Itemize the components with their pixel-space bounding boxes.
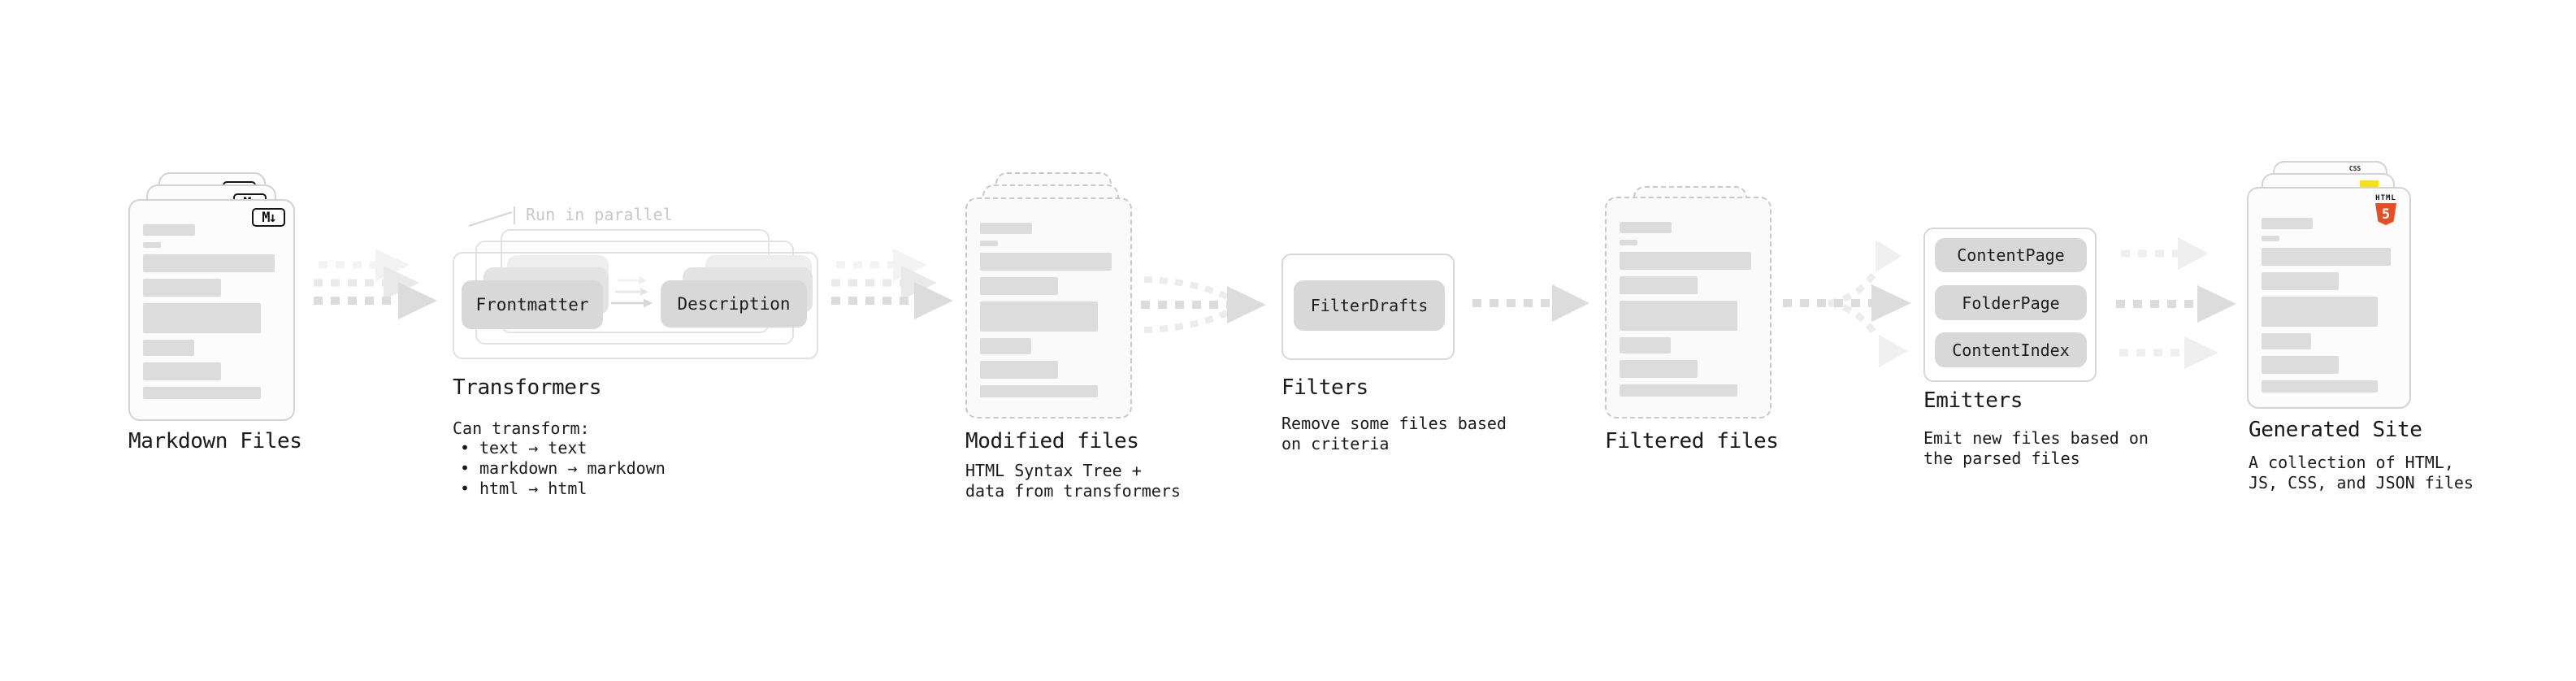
placeholder-bar (2262, 356, 2339, 374)
transformer-frontmatter-box: Frontmatter (462, 280, 603, 329)
placeholder-bar (2262, 236, 2279, 241)
filters-caption: Remove some files based on criteria (1281, 414, 1507, 454)
flow-arrow-emitters-to-generated (2116, 237, 2236, 369)
placeholder-bar (2262, 380, 2378, 393)
transformers-bullet-list: • text → text • markdown → markdown • html … (460, 438, 666, 499)
placeholder-bar (143, 279, 222, 297)
bullet-item: • markdown → markdown (460, 458, 666, 479)
filter-filterdrafts-box: FilterDrafts (1294, 280, 1445, 331)
filtered-files-label: Filtered files (1605, 429, 1779, 453)
html-file-card: HTML 5 (2247, 187, 2411, 409)
emitter-contentpage-box: ContentPage (1935, 238, 2087, 272)
markdown-files-label: Markdown Files (128, 429, 302, 453)
flow-arrow-transformers-to-modified (831, 249, 953, 319)
placeholder-bar (1620, 337, 1671, 354)
placeholder-bar (980, 277, 1059, 295)
transformer-run-container-front (453, 252, 818, 359)
placeholder-bar (980, 253, 1112, 271)
filtered-files-stack (1605, 186, 1772, 422)
flow-arrow-filtered-to-emitters (1783, 240, 1911, 367)
caption-line: Emit new files based on (1923, 428, 2149, 448)
modified-files-stack (965, 172, 1132, 421)
html5-icon: HTML 5 (2370, 194, 2402, 225)
modified-files-label: Modified files (965, 429, 1139, 453)
markdown-file-card-front: M↓ (128, 199, 295, 421)
placeholder-bar (1620, 252, 1752, 270)
placeholder-bar (980, 385, 1099, 397)
placeholder-bar (980, 241, 998, 246)
placeholder-bar (143, 362, 222, 380)
html5-icon-shield: 5 (2375, 203, 2396, 225)
caption-line: Remove some files based (1281, 414, 1507, 433)
emitter-folderpage-box: FolderPage (1935, 285, 2087, 320)
markdown-files-stack: M↓ M↓ M↓ (128, 172, 295, 421)
filtered-file-card-front (1605, 197, 1772, 419)
placeholder-bar (980, 361, 1059, 379)
placeholder-bar (143, 224, 196, 236)
emitter-contentindex-box: ContentIndex (1935, 332, 2087, 367)
caption-line: A collection of HTML, (2249, 453, 2454, 472)
bullet-item: • html → html (460, 479, 666, 499)
placeholder-bar (143, 242, 161, 248)
placeholder-bar (1620, 276, 1698, 294)
transformers-caption: Can transform: (453, 419, 590, 438)
placeholder-bar (143, 340, 194, 356)
placeholder-bar (2262, 248, 2392, 266)
html5-icon-number: 5 (2381, 206, 2391, 223)
markdown-icon: M↓ (252, 208, 285, 227)
caption-line: on criteria (1281, 434, 1390, 453)
caption-line: HTML Syntax Tree + (965, 461, 1142, 480)
placeholder-bar (1620, 301, 1738, 331)
placeholder-bar (1620, 222, 1672, 233)
run-in-parallel-leader-line (468, 206, 515, 227)
document-placeholder-lines (1620, 222, 1757, 397)
flow-arrow-filters-to-filtered (1472, 284, 1589, 322)
caption-line: JS, CSS, and JSON files (2249, 473, 2474, 492)
placeholder-bar (1620, 360, 1698, 378)
bullet-text: html → html (479, 479, 588, 498)
placeholder-bar (980, 301, 1099, 332)
document-placeholder-lines (143, 224, 280, 399)
generated-site-caption: A collection of HTML, JS, CSS, and JSON … (2249, 453, 2474, 493)
caption-line: data from transformers (965, 481, 1181, 501)
html5-icon-text: HTML (2375, 194, 2396, 202)
placeholder-bar (2262, 272, 2339, 290)
placeholder-bar (143, 303, 262, 333)
placeholder-bar (2262, 333, 2312, 349)
bullet-glyph: • (460, 479, 471, 498)
flow-arrow-modified-to-filters (1141, 276, 1266, 333)
modified-files-caption: HTML Syntax Tree + data from transformer… (965, 461, 1181, 501)
bullet-glyph: • (460, 458, 471, 478)
run-in-parallel-annotation: Run in parallel (526, 205, 673, 224)
placeholder-bar (2262, 297, 2378, 327)
generated-site-label: Generated Site (2249, 418, 2422, 442)
javascript-icon (2360, 180, 2379, 189)
bullet-text: markdown → markdown (479, 458, 666, 478)
placeholder-bar (980, 338, 1031, 354)
emitters-caption: Emit new files based on the parsed files (1923, 428, 2149, 469)
caption-line: the parsed files (1923, 449, 2080, 468)
transformer-description-box: Description (661, 280, 807, 327)
placeholder-bar (2262, 218, 2314, 229)
modified-file-card-front (965, 197, 1132, 419)
placeholder-bar (980, 223, 1033, 234)
placeholder-bar (1620, 240, 1637, 245)
transformers-label: Transformers (453, 375, 602, 400)
flow-arrow-markdown-to-transformers (314, 249, 437, 319)
bullet-text: text → text (479, 438, 588, 458)
generated-site-stack: CSS HTML 5 (2247, 161, 2413, 413)
bullet-glyph: • (460, 438, 471, 458)
bullet-item: • text → text (460, 438, 666, 458)
document-placeholder-lines (2262, 218, 2396, 393)
placeholder-bar (1620, 384, 1738, 397)
filters-label: Filters (1281, 375, 1368, 400)
placeholder-bar (143, 387, 262, 399)
emitters-label: Emitters (1923, 388, 2023, 413)
css-icon-text: CSS (2348, 165, 2361, 172)
document-placeholder-lines (980, 223, 1117, 397)
placeholder-bar (143, 254, 275, 272)
